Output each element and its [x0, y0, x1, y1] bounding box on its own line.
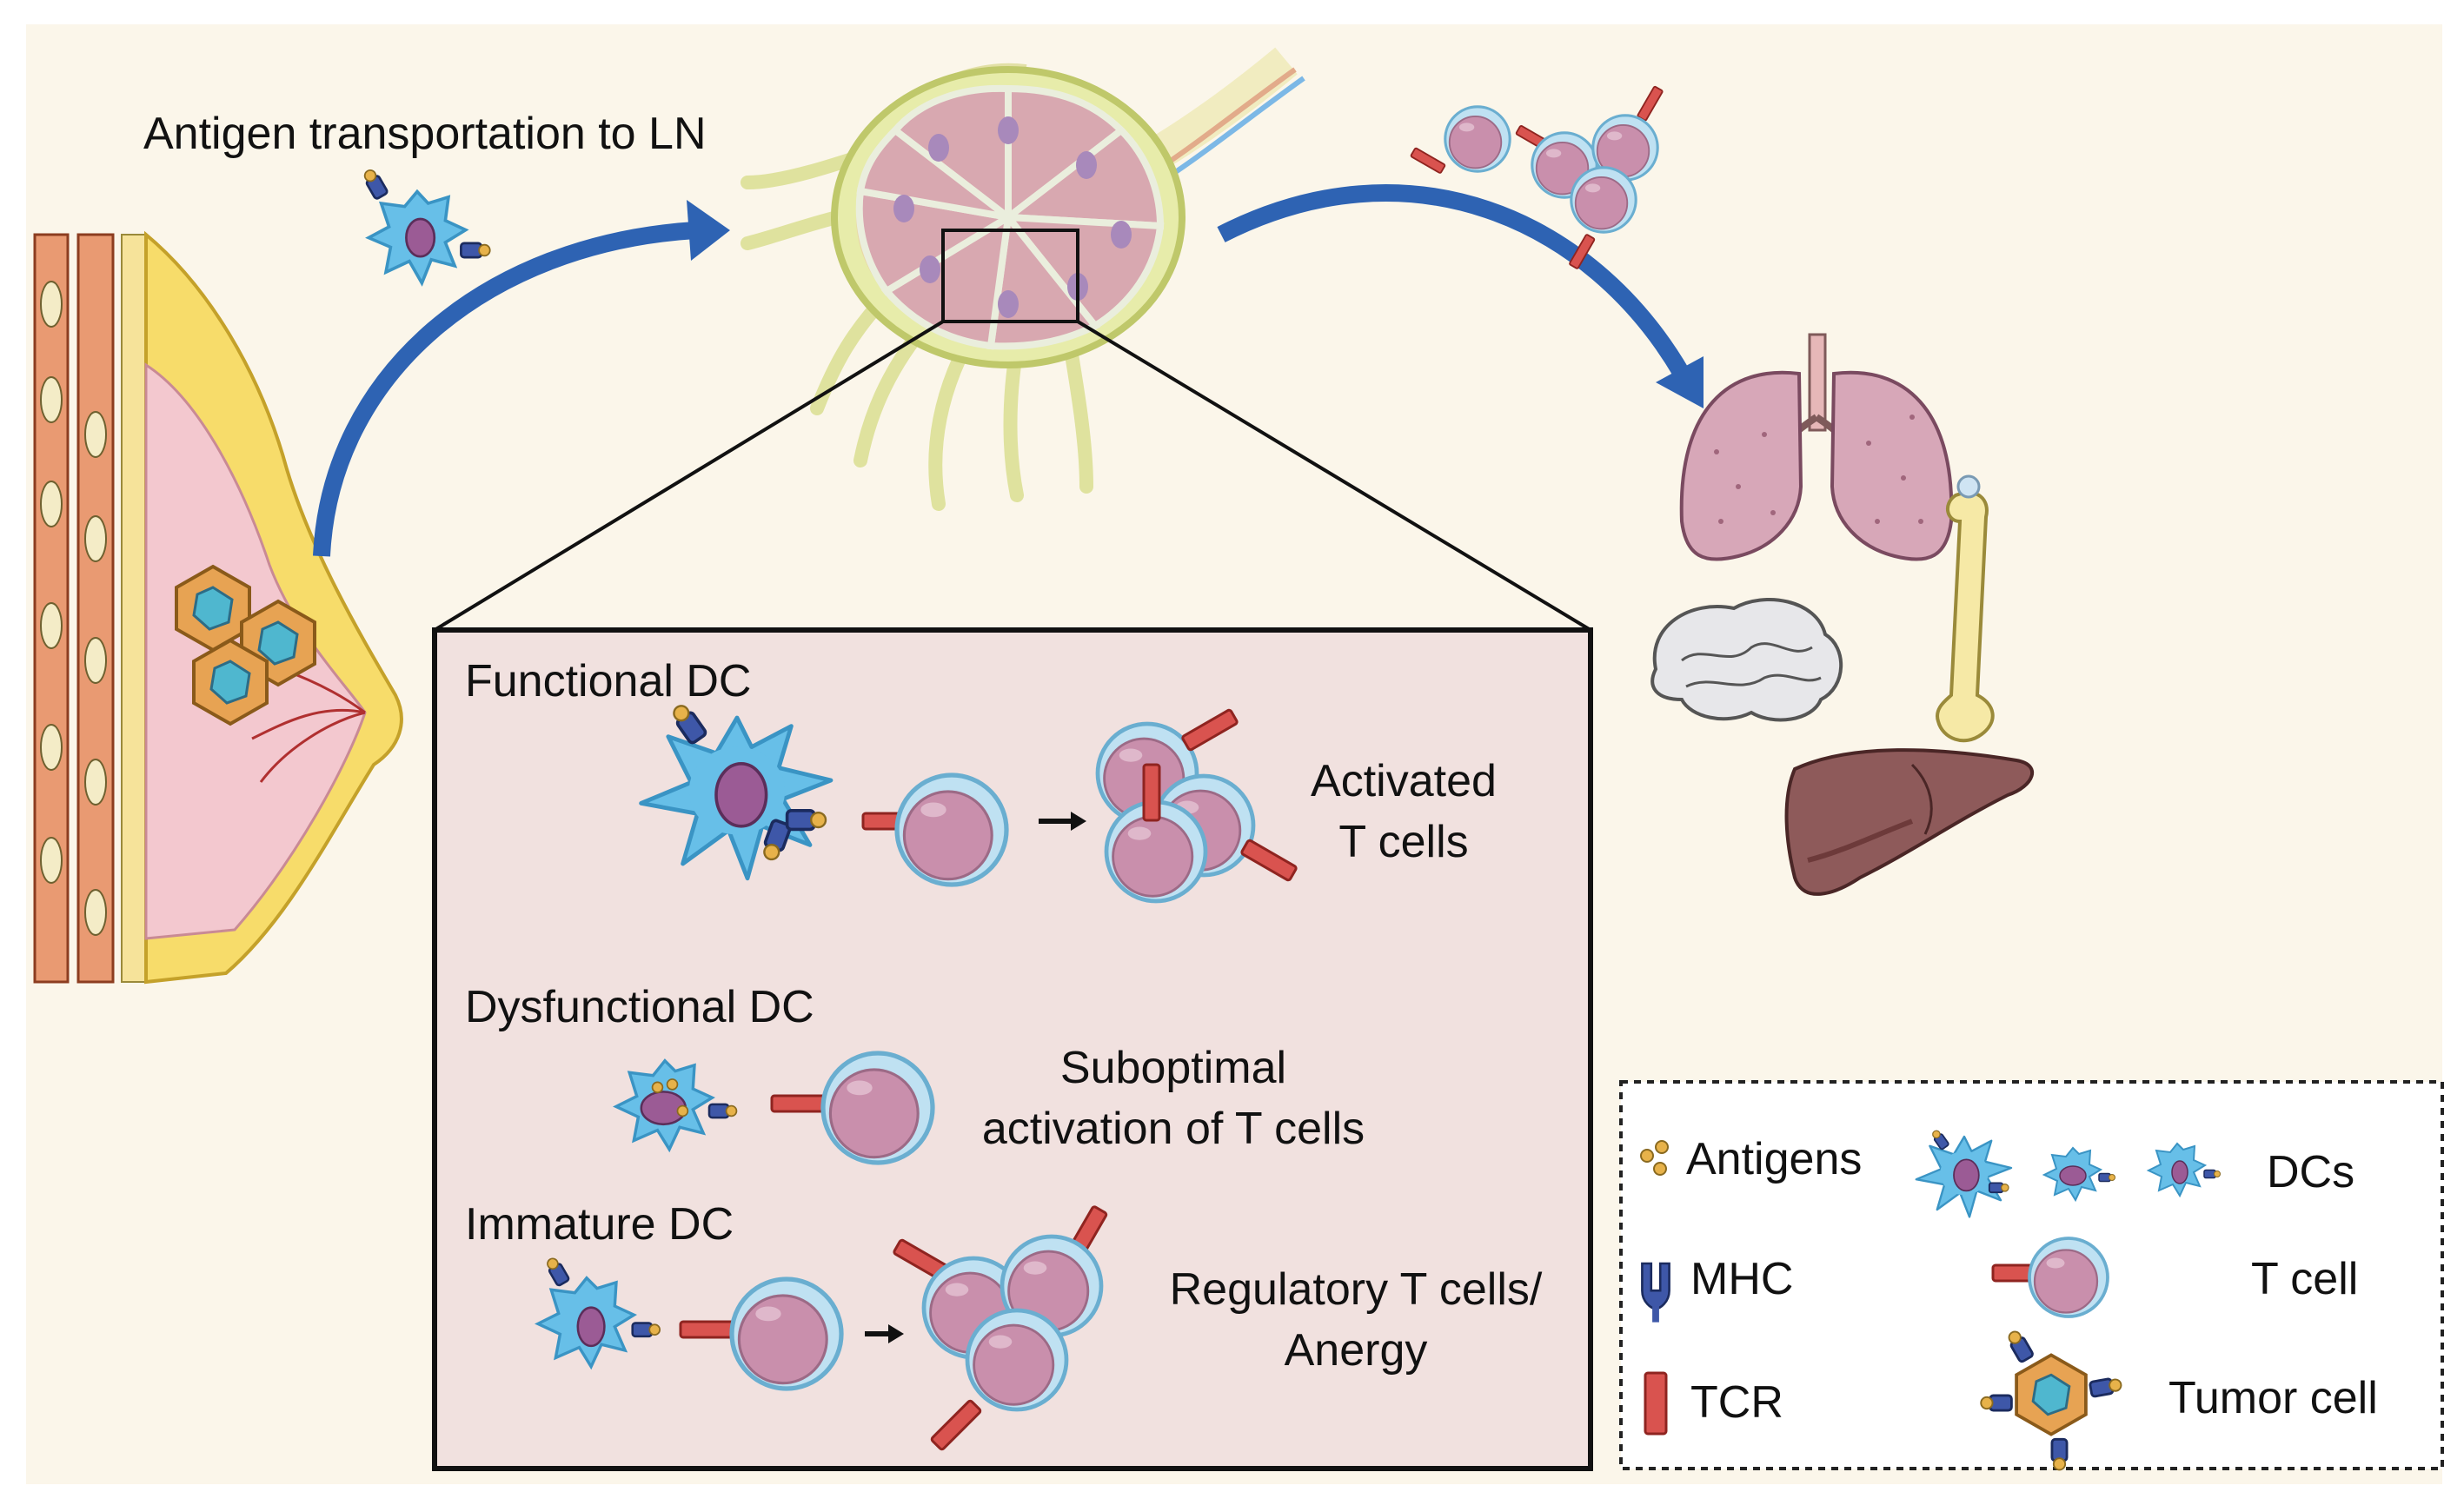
immature-dc-icon — [534, 1255, 661, 1370]
legend-dcs-label: DCs — [2267, 1147, 2355, 1197]
mhc-icon — [1641, 1262, 1670, 1323]
dysfunctional-t-cell-icon — [823, 1053, 933, 1163]
legend-tcell-label: T cell — [2251, 1254, 2359, 1304]
antigen-transport-label: Antigen transportation to LN — [143, 109, 707, 159]
legend-tcr-label: TCR — [1690, 1377, 1783, 1428]
functional-outcome-line1: Activated — [1311, 756, 1497, 806]
tcr-icon — [1644, 1371, 1668, 1436]
dysfunctional-outcome-line2: activation of T cells — [981, 1104, 1365, 1154]
arrow-ln-to-organs — [1217, 184, 1690, 379]
dysfunctional-tcr-link — [770, 1094, 829, 1113]
arrow-functional-head — [1071, 812, 1086, 831]
legend-dcs-icons — [1915, 1127, 2222, 1218]
arrow-breast-to-ln-head — [687, 200, 730, 261]
legend-mhc-label: MHC — [1690, 1254, 1794, 1304]
legend-antigens-label: Antigens — [1686, 1134, 1863, 1184]
legend-tumor-label: Tumor cell — [2168, 1373, 2378, 1423]
migrating-dendritic-cell-icon — [360, 166, 492, 287]
antigens-icon — [1640, 1140, 1669, 1176]
arrow-ln-to-organs-head — [1656, 356, 1704, 408]
immature-dc-title: Immature DC — [465, 1199, 734, 1250]
dysfunctional-dc-title: Dysfunctional DC — [465, 982, 814, 1032]
brain-icon — [1650, 598, 1843, 722]
immature-tcr-link — [679, 1320, 738, 1339]
zoom-line-left — [433, 320, 945, 632]
bone-icon — [1936, 474, 1995, 743]
liver-icon — [1784, 748, 2035, 896]
lungs-icon — [1679, 333, 1954, 561]
functional-dc-title: Functional DC — [465, 656, 752, 706]
arrow-breast-to-ln — [313, 222, 696, 557]
arrow-immature-head — [888, 1324, 904, 1343]
dysfunctional-outcome-line1: Suboptimal — [1059, 1043, 1287, 1093]
immature-outcome-line1: Regulatory T cells/ — [1169, 1264, 1543, 1315]
functional-t-cell-icon — [897, 775, 1006, 885]
lymph-node-icon — [741, 47, 1305, 511]
zoom-line-right — [1076, 320, 1592, 632]
immature-t-cell-icon — [732, 1279, 841, 1389]
functional-outcome-line2: T cells — [1338, 817, 1469, 867]
breast-icon — [33, 230, 403, 985]
immature-outcome-line2: Anergy — [1284, 1325, 1428, 1376]
zoom-box — [941, 229, 1079, 323]
dysfunctional-dc-icon — [612, 1058, 738, 1153]
